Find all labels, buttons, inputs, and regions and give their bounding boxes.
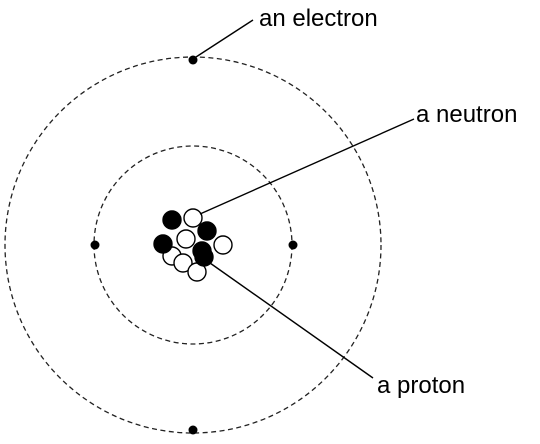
electron-right <box>288 240 298 250</box>
neutron <box>173 253 193 273</box>
electron-leader-line <box>195 19 254 58</box>
proton <box>162 210 182 230</box>
electron-label: an electron <box>259 5 378 32</box>
neutron <box>176 229 196 249</box>
electron-left <box>90 240 100 250</box>
neutron <box>183 208 203 228</box>
electron-top <box>188 55 198 65</box>
proton-leader-line <box>209 262 374 379</box>
nucleus <box>153 208 233 282</box>
neutron-label: a neutron <box>416 101 517 128</box>
proton-label: a proton <box>377 372 465 399</box>
neutron-leader-line <box>199 118 415 215</box>
electron-bottom <box>188 425 198 435</box>
proton <box>153 234 173 254</box>
neutron <box>213 235 233 255</box>
proton <box>194 247 214 267</box>
proton <box>197 221 217 241</box>
